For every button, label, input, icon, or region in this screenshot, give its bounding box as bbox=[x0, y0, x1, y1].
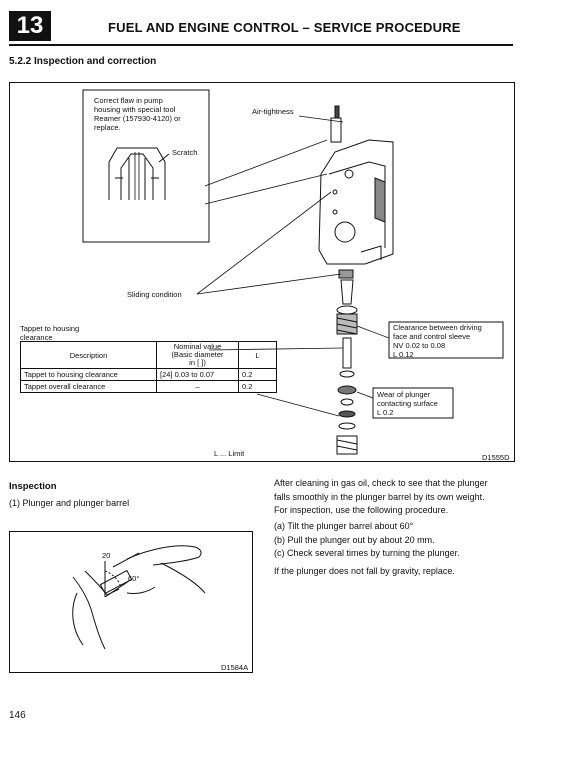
column-header-nominal: Nominal value (Basic diameter in [ ]) bbox=[156, 341, 239, 369]
clearance-callout-box bbox=[388, 321, 504, 359]
inspection-heading: Inspection bbox=[9, 481, 57, 492]
inspection-paragraph: After cleaning in gas oil, check to see … bbox=[274, 478, 488, 515]
step-item: (b) Pull the plunger out by about 20 mm. bbox=[274, 534, 435, 545]
page-header-title: FUEL AND ENGINE CONTROL – SERVICE PROCED… bbox=[108, 20, 461, 35]
plunger-subheading: (1) Plunger and plunger barrel bbox=[9, 498, 130, 508]
limit-legend: L ... Limit bbox=[214, 449, 245, 458]
column-header-description: Description bbox=[20, 341, 157, 369]
step-item: (a) Tilt the plunger barrel about 60° bbox=[274, 521, 414, 531]
row-description: Tappet to housing clearance bbox=[20, 368, 157, 381]
table-row: Tappet to housing clearance [24] 0.03 to… bbox=[20, 368, 277, 381]
air-tightness-label: Air-tightness bbox=[252, 107, 294, 116]
header-divider bbox=[9, 44, 513, 46]
fuel-pump-exploded-diagram bbox=[82, 89, 504, 455]
tilt-angle-label: 60° bbox=[128, 574, 140, 583]
wear-callout-box bbox=[372, 387, 454, 419]
photo-figure-id: D1584A bbox=[221, 663, 249, 672]
inspection-steps: (a) Tilt the plunger barrel about 60° (b… bbox=[274, 520, 520, 561]
pump-housing-drawing bbox=[318, 105, 394, 265]
figure-id: D1555D bbox=[482, 453, 510, 462]
housing-closeup-inset bbox=[82, 89, 210, 243]
inspection-diagram-frame bbox=[9, 82, 515, 462]
page-number: 146 bbox=[9, 710, 26, 721]
table-row: Tappet overall clearance – 0.2 bbox=[20, 380, 277, 393]
column-header-limit: L bbox=[238, 341, 277, 369]
scratch-label: Scratch bbox=[172, 148, 198, 157]
housing-closeup-sketch bbox=[108, 147, 170, 200]
clearance-callout-text: Clearance between driving face and contr… bbox=[393, 323, 482, 359]
sliding-condition-label: Sliding condition bbox=[127, 290, 182, 299]
clearance-spec-table: Description Nominal value (Basic diamete… bbox=[20, 341, 277, 393]
plunger-tilt-figure bbox=[9, 531, 253, 673]
step-item: (c) Check several times by turning the p… bbox=[274, 548, 460, 558]
wear-callout-text: Wear of plunger contacting surface L 0.2 bbox=[377, 390, 438, 417]
plunger-parts-stack bbox=[336, 269, 358, 455]
table-header-row: Description Nominal value (Basic diamete… bbox=[20, 341, 277, 369]
inspection-closing: If the plunger does not fall by gravity,… bbox=[274, 566, 455, 576]
chapter-number-badge: 13 bbox=[9, 11, 51, 41]
plunger-tilt-drawing bbox=[72, 545, 206, 650]
tappet-housing-label: Tappet to housing clearance bbox=[20, 324, 80, 342]
row-nominal: – bbox=[156, 380, 239, 393]
row-limit: 0.2 bbox=[238, 380, 277, 393]
tilt-length-label: 20 bbox=[102, 551, 111, 560]
row-limit: 0.2 bbox=[238, 368, 277, 381]
row-nominal: [24] 0.03 to 0.07 bbox=[156, 368, 239, 381]
row-description: Tappet overall clearance bbox=[20, 380, 157, 393]
section-title: 5.2.2 Inspection and correction bbox=[9, 56, 157, 67]
reamer-note: Correct flaw in pump housing with specia… bbox=[94, 96, 181, 132]
